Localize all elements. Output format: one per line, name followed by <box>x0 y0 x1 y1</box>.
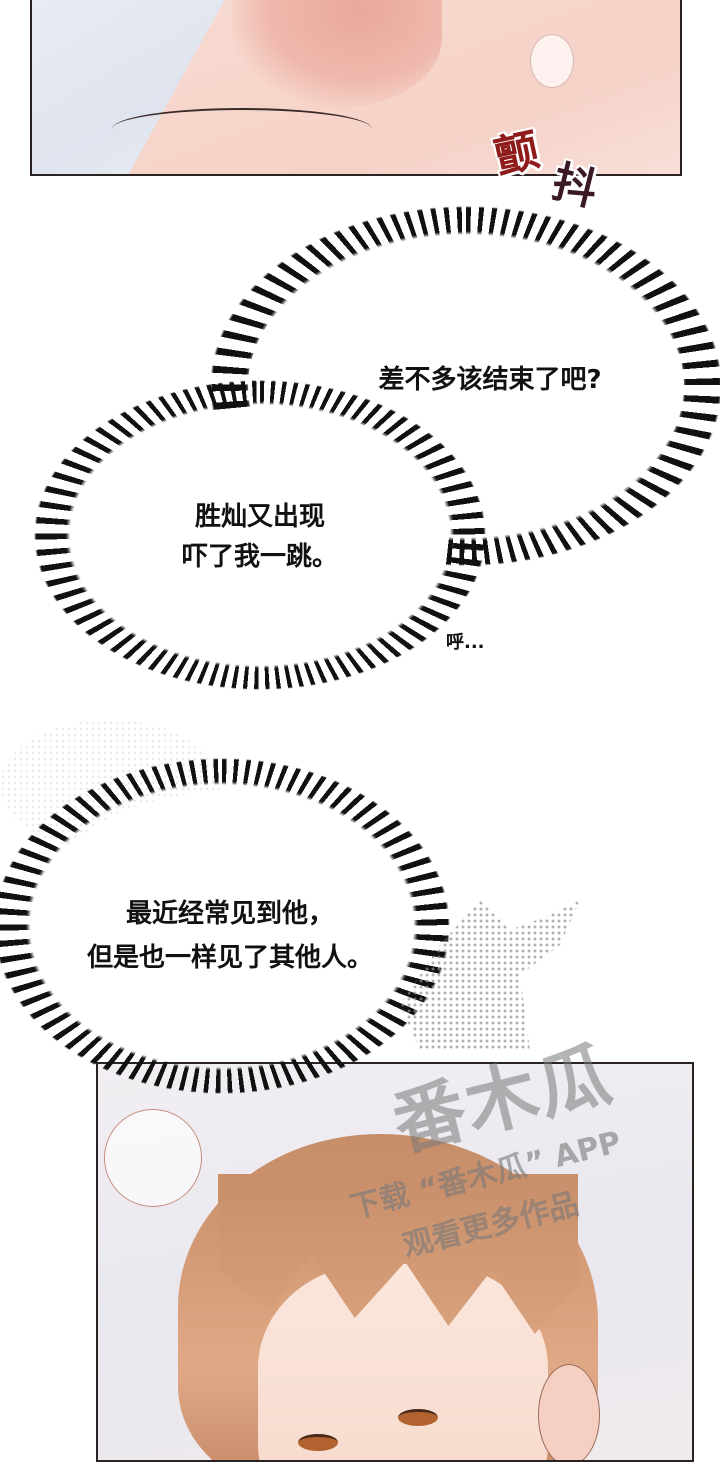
eye-right <box>298 1434 338 1451</box>
bubble-2-text: 胜灿又出现 吓了我一跳。 <box>120 497 400 577</box>
bubble-3-text: 最近经常见到他， 但是也一样见了其他人。 <box>30 892 430 980</box>
neck-shadow <box>232 0 442 108</box>
ear-shape <box>538 1364 600 1460</box>
bubble-3-line-2: 但是也一样见了其他人。 <box>86 943 373 973</box>
burst-bubble-2 <box>74 410 446 660</box>
eye-left <box>398 1409 438 1426</box>
face-shape <box>258 1264 548 1460</box>
burst-bubble-3 <box>32 792 412 1060</box>
bubble-2-line-2: 吓了我一跳。 <box>181 542 338 572</box>
sweat-bubble <box>104 1109 202 1207</box>
sigh-text: 呼... <box>446 632 485 653</box>
sweat-drop <box>530 34 574 88</box>
collarbone-line <box>112 108 372 150</box>
comic-panel-neck <box>30 0 682 176</box>
bubble-2-line-1: 胜灿又出现 <box>194 502 325 532</box>
comic-panel-face <box>96 1062 694 1462</box>
bubble-1-text: 差不多该结束了吧? <box>300 360 680 400</box>
bubble-3-line-1: 最近经常见到他， <box>125 899 334 929</box>
bubble-1-line-1: 差不多该结束了吧? <box>378 365 602 395</box>
